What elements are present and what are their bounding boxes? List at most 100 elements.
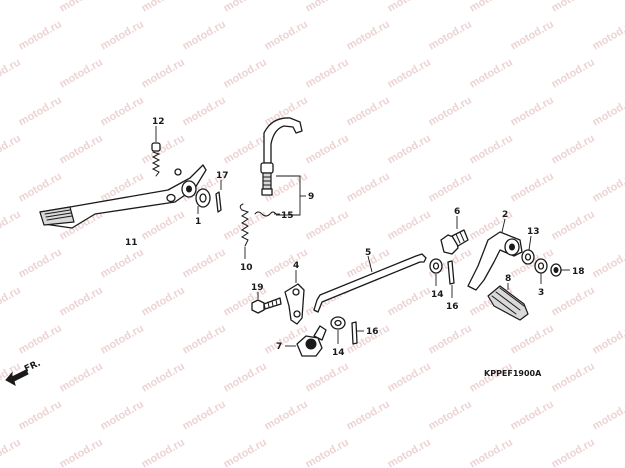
part-pin-16-upper bbox=[447, 260, 455, 298]
watermark-text-77: motod.ru bbox=[427, 322, 474, 356]
part-brake-pedal bbox=[39, 164, 207, 229]
watermark-text-29: motod.ru bbox=[427, 94, 474, 128]
callout-8: 8 bbox=[505, 274, 511, 284]
part-bolt-6 bbox=[440, 216, 469, 255]
watermark-text-5: motod.ru bbox=[386, 0, 433, 15]
watermark-text-85: motod.ru bbox=[386, 360, 433, 394]
watermark-text-82: motod.ru bbox=[140, 360, 187, 394]
watermark-text-91: motod.ru bbox=[263, 398, 310, 432]
part-cotter-pin-17 bbox=[215, 180, 222, 213]
watermark-text-96: motod.ru bbox=[0, 436, 23, 468]
part-washer-13 bbox=[521, 235, 535, 265]
watermark-text-22: motod.ru bbox=[468, 56, 515, 90]
watermark-text-36: motod.ru bbox=[304, 132, 351, 166]
part-brake-switch-9 bbox=[260, 117, 306, 216]
watermark-text-98: motod.ru bbox=[140, 436, 187, 468]
watermark-text-89: motod.ru bbox=[99, 398, 146, 432]
watermark-text-35: motod.ru bbox=[222, 132, 269, 166]
watermark-text-30: motod.ru bbox=[509, 94, 556, 128]
watermark-text-46: motod.ru bbox=[509, 170, 556, 204]
watermark-text-88: motod.ru bbox=[17, 398, 64, 432]
watermark-text-72: motod.ru bbox=[17, 322, 64, 356]
part-joint-7 bbox=[285, 325, 327, 357]
watermark-text-0: motod.ru bbox=[0, 0, 23, 15]
watermark-text-4: motod.ru bbox=[304, 0, 351, 15]
part-gearshift-pedal-2 bbox=[467, 218, 523, 291]
watermark-text-38: motod.ru bbox=[468, 132, 515, 166]
fr-arrow-icon bbox=[5, 369, 29, 386]
watermark-text-33: motod.ru bbox=[58, 132, 105, 166]
watermark-text-8: motod.ru bbox=[17, 18, 64, 52]
callout-14-upper: 14 bbox=[431, 290, 444, 300]
watermark-text-44: motod.ru bbox=[345, 170, 392, 204]
callout-16-upper: 16 bbox=[446, 302, 459, 312]
callout-17: 17 bbox=[216, 171, 229, 181]
watermark-text-7: motod.ru bbox=[550, 0, 597, 15]
part-bolt-19 bbox=[251, 292, 282, 314]
callout-9: 9 bbox=[308, 192, 314, 202]
watermark-text-2: motod.ru bbox=[140, 0, 187, 15]
watermark-text-58: motod.ru bbox=[181, 246, 228, 280]
watermark-text-90: motod.ru bbox=[181, 398, 228, 432]
watermark-text-16: motod.ru bbox=[0, 56, 23, 90]
watermark-text-79: motod.ru bbox=[591, 322, 625, 356]
watermark-text-101: motod.ru bbox=[386, 436, 433, 468]
watermark-text-14: motod.ru bbox=[509, 18, 556, 52]
watermark-text-65: motod.ru bbox=[58, 284, 105, 318]
callout-11: 11 bbox=[125, 238, 138, 248]
part-brake-rod-5 bbox=[313, 253, 427, 313]
part-cap-18 bbox=[550, 263, 570, 277]
callout-4: 4 bbox=[293, 261, 299, 271]
watermark-text-81: motod.ru bbox=[58, 360, 105, 394]
watermark-text-102: motod.ru bbox=[468, 436, 515, 468]
callout-labels: 12 17 1 11 10 9 15 4 19 7 14 16 5 14 16 … bbox=[125, 117, 585, 358]
watermark-text-17: motod.ru bbox=[58, 56, 105, 90]
watermark-text-56: motod.ru bbox=[17, 246, 64, 280]
watermark-text-92: motod.ru bbox=[345, 398, 392, 432]
watermark-text-48: motod.ru bbox=[0, 208, 23, 242]
direction-label: FR. bbox=[23, 359, 42, 375]
part-rubber-8 bbox=[487, 283, 529, 321]
watermark-text-84: motod.ru bbox=[304, 360, 351, 394]
watermark-text-53: motod.ru bbox=[386, 208, 433, 242]
watermark-text-55: motod.ru bbox=[550, 208, 597, 242]
watermark-text-6: motod.ru bbox=[468, 0, 515, 15]
part-washer-1 bbox=[195, 188, 211, 214]
part-washer-14-lower bbox=[330, 316, 346, 344]
watermark-text-83: motod.ru bbox=[222, 360, 269, 394]
callout-5: 5 bbox=[365, 248, 371, 258]
watermark-text-20: motod.ru bbox=[304, 56, 351, 90]
watermark-text-64: motod.ru bbox=[0, 284, 23, 318]
watermark-text-66: motod.ru bbox=[140, 284, 187, 318]
watermark-text-24: motod.ru bbox=[17, 94, 64, 128]
watermark-text-59: motod.ru bbox=[263, 246, 310, 280]
watermark-text-69: motod.ru bbox=[386, 284, 433, 318]
part-washer-3 bbox=[534, 258, 548, 284]
watermark-text-50: motod.ru bbox=[140, 208, 187, 242]
watermark-text-3: motod.ru bbox=[222, 0, 269, 15]
watermark-text-73: motod.ru bbox=[99, 322, 146, 356]
watermark-text-15: motod.ru bbox=[591, 18, 625, 52]
part-return-spring-10 bbox=[239, 203, 250, 259]
watermark-text-26: motod.ru bbox=[181, 94, 228, 128]
watermark-text-10: motod.ru bbox=[181, 18, 228, 52]
watermark-text-19: motod.ru bbox=[222, 56, 269, 90]
callout-1: 1 bbox=[195, 217, 201, 227]
watermark-text-23: motod.ru bbox=[550, 56, 597, 90]
part-spring-12 bbox=[151, 126, 161, 177]
watermark-text-87: motod.ru bbox=[550, 360, 597, 394]
watermark-text-31: motod.ru bbox=[591, 94, 625, 128]
watermark-text-103: motod.ru bbox=[550, 436, 597, 468]
callout-6: 6 bbox=[454, 207, 460, 217]
callout-15: 15 bbox=[281, 211, 294, 221]
callout-7: 7 bbox=[276, 342, 282, 352]
watermark-text-37: motod.ru bbox=[386, 132, 433, 166]
callout-2: 2 bbox=[502, 210, 508, 220]
callout-10: 10 bbox=[240, 263, 253, 273]
watermark-text-9: motod.ru bbox=[99, 18, 146, 52]
watermark-text-1: motod.ru bbox=[58, 0, 105, 15]
callout-19: 19 bbox=[251, 283, 264, 293]
watermark-text-12: motod.ru bbox=[345, 18, 392, 52]
